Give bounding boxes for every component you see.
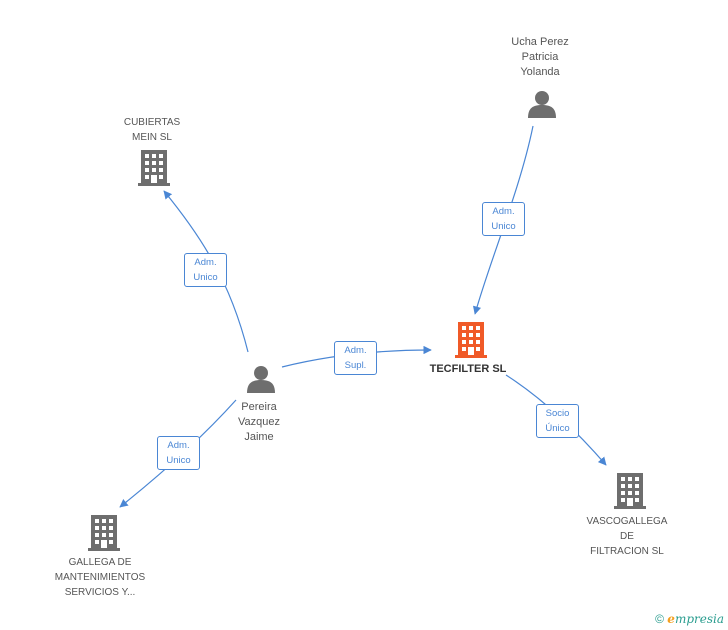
edge-label-tecfilter-vasco: Socio Único	[536, 404, 579, 438]
person-icon-pereira[interactable]	[247, 366, 275, 393]
node-label-ucha[interactable]: Ucha Perez Patricia Yolanda	[511, 36, 569, 78]
building-icon-gallega[interactable]	[88, 515, 120, 551]
edge-label-pereira-tecfilter: Adm. Supl.	[334, 341, 377, 375]
node-label-tecfilter[interactable]: TECFILTER SL	[429, 363, 507, 375]
node-label-cubiertas[interactable]: CUBIERTAS MEIN SL	[123, 117, 181, 143]
node-label-gallega[interactable]: GALLEGA DE MANTENIMIENTOS SERVICIOS Y...	[54, 557, 146, 598]
node-label-pereira[interactable]: Pereira Vazquez Jaime	[238, 401, 280, 443]
node-label-vasco[interactable]: VASCOGALLEGA DE FILTRACION SL	[586, 516, 668, 557]
edge-label-ucha-tecfilter: Adm. Unico	[482, 202, 525, 236]
brand-name: empresia	[667, 612, 724, 626]
building-icon-tecfilter[interactable]	[455, 322, 487, 358]
edge-label-pereira-cubiertas: Adm. Unico	[184, 253, 227, 287]
empresia-logo[interactable]: © empresia	[655, 612, 724, 626]
building-icon-vasco[interactable]	[614, 473, 646, 509]
person-icon-ucha[interactable]	[528, 91, 556, 118]
building-icon-cubiertas[interactable]	[138, 150, 170, 186]
edge-label-pereira-gallega: Adm. Unico	[157, 436, 200, 470]
copyright-symbol: ©	[655, 612, 664, 626]
